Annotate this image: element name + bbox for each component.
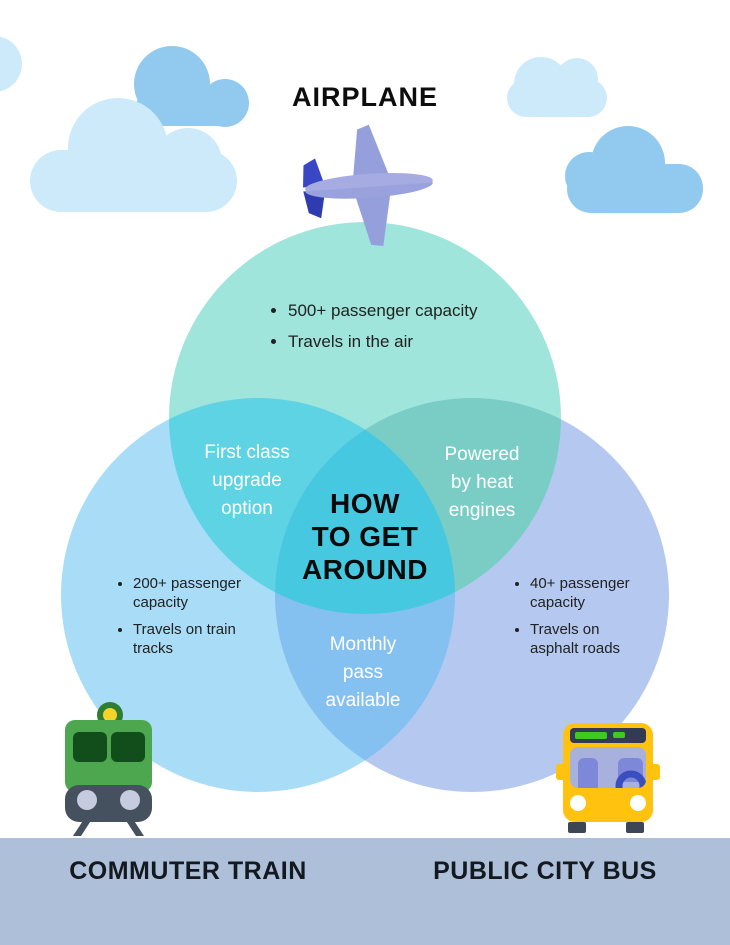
fact-item: Travels on asphalt roads (530, 620, 650, 658)
cloud-icon (30, 98, 237, 212)
bus-label: PUBLIC CITY BUS (433, 857, 657, 885)
fact-item: Travels in the air (288, 330, 498, 353)
fact-item: Travels on train tracks (133, 620, 245, 658)
cloud-icon (507, 57, 607, 117)
center-title: HOW TO GET AROUND (302, 488, 428, 585)
train-label: COMMUTER TRAIN (69, 857, 307, 885)
airplane-facts-list: 500+ passenger capacity Travels in the a… (271, 299, 498, 361)
overlap-label-train-bus: Monthly pass available (325, 634, 401, 711)
airplane-title: AIRPLANE (291, 82, 438, 112)
cloud-icon (0, 36, 22, 92)
overlap-label-airplane-bus: Powered by heat engines (444, 444, 520, 521)
fact-item: 500+ passenger capacity (288, 299, 498, 322)
train-icon (65, 702, 152, 836)
fact-item: 200+ passenger capacity (133, 574, 245, 612)
bus-icon (556, 723, 660, 833)
overlap-region-center (275, 398, 455, 614)
bus-facts-list: 40+ passenger capacity Travels on asphal… (513, 574, 650, 666)
airplane-icon (303, 124, 433, 247)
bottom-bar: COMMUTER TRAIN PUBLIC CITY BUS (0, 838, 730, 945)
overlap-label-airplane-train: First class upgrade option (204, 442, 290, 519)
cloud-icon (565, 126, 703, 213)
train-facts-list: 200+ passenger capacity Travels on train… (116, 574, 245, 666)
fact-item: 40+ passenger capacity (530, 574, 650, 612)
cloud-icon (134, 46, 249, 127)
